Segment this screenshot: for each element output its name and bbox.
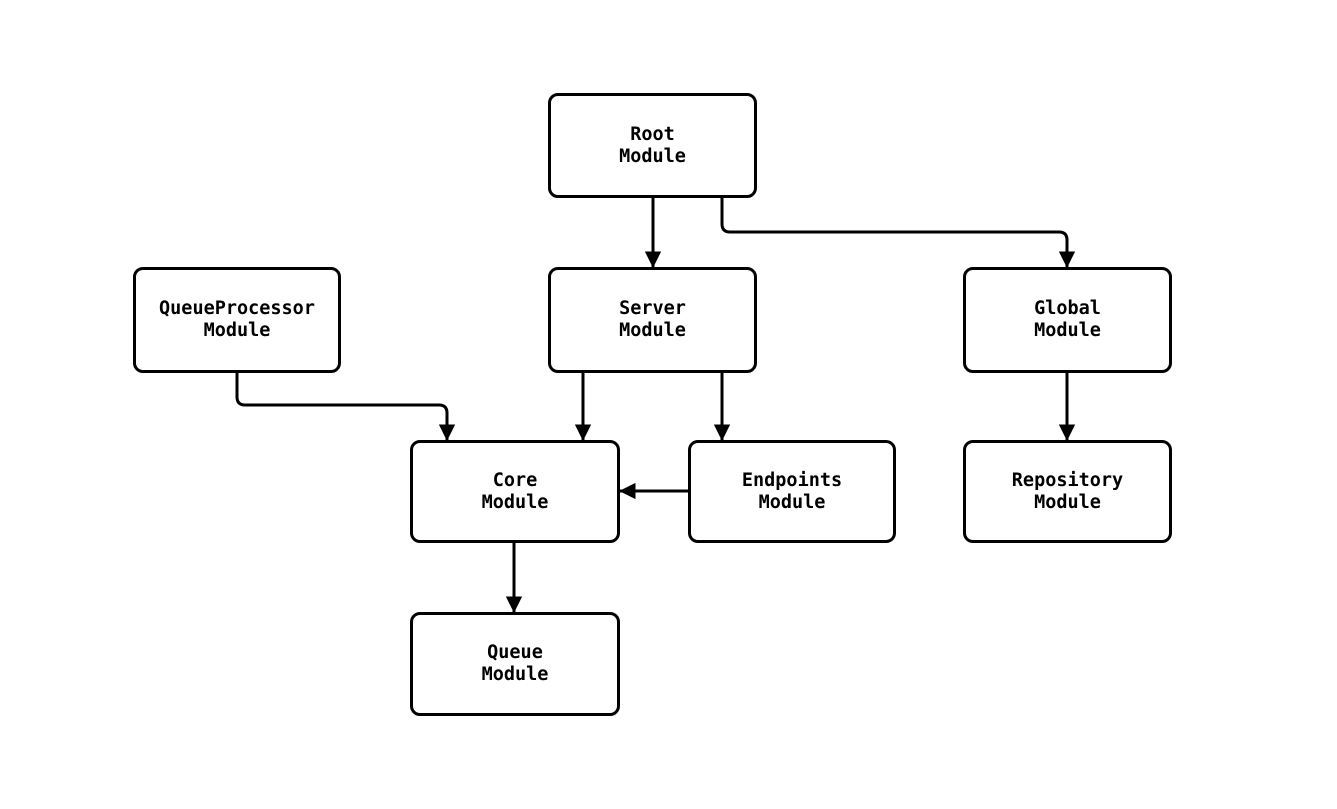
- node-endpoints-module: Endpoints Module: [688, 440, 896, 543]
- node-label: Endpoints Module: [741, 469, 843, 513]
- node-root-module: Root Module: [548, 93, 757, 198]
- node-label: QueueProcessor Module: [159, 298, 315, 341]
- node-label: Global Module: [1034, 298, 1101, 341]
- node-queueprocessor-module: QueueProcessor Module: [133, 267, 341, 373]
- node-core-module: Core Module: [410, 440, 620, 543]
- node-label: Queue Module: [481, 642, 549, 685]
- node-label: Repository Module: [1011, 469, 1124, 513]
- node-global-module: Global Module: [963, 267, 1172, 373]
- node-label: Server Module: [619, 298, 686, 341]
- edge-queueprocessor-to-core: [235, 373, 456, 441]
- node-label: Root Module: [619, 123, 686, 167]
- node-server-module: Server Module: [548, 267, 757, 373]
- node-queue-module: Queue Module: [410, 612, 620, 716]
- node-label: Core Module: [481, 469, 549, 513]
- edge-root-to-global: [720, 198, 1076, 268]
- node-repository-module: Repository Module: [963, 440, 1172, 543]
